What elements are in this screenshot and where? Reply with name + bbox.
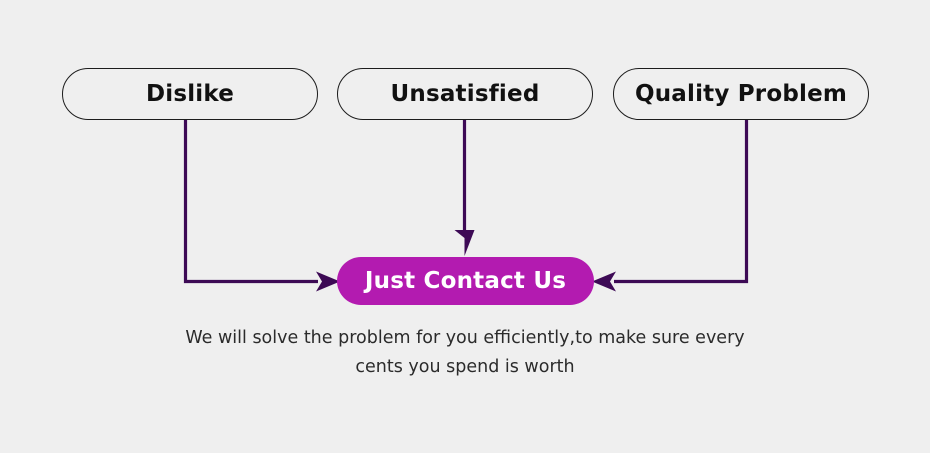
- reason-box-label: Unsatisfied: [390, 81, 540, 107]
- arrowhead-down-icon: [454, 230, 475, 256]
- support-caption: We will solve the problem for you effici…: [185, 328, 745, 377]
- reason-box-label: Quality Problem: [634, 81, 848, 107]
- connector-dislike-to-cta: [183, 119, 340, 292]
- arrowhead-right-icon: [316, 271, 340, 292]
- contact-us-button[interactable]: Just Contact Us: [337, 257, 594, 305]
- reason-box-quality-problem[interactable]: Quality Problem: [613, 68, 869, 120]
- reason-box-unsatisfied[interactable]: Unsatisfied: [337, 68, 593, 120]
- contact-us-button-label: Just Contact Us: [364, 268, 567, 294]
- connector-unsatisfied-to-cta: [454, 119, 475, 256]
- reason-box-label: Dislike: [145, 81, 235, 107]
- arrowhead-left-icon: [592, 271, 616, 292]
- connector-quality-problem-to-cta: [592, 119, 749, 292]
- reason-box-dislike[interactable]: Dislike: [62, 68, 318, 120]
